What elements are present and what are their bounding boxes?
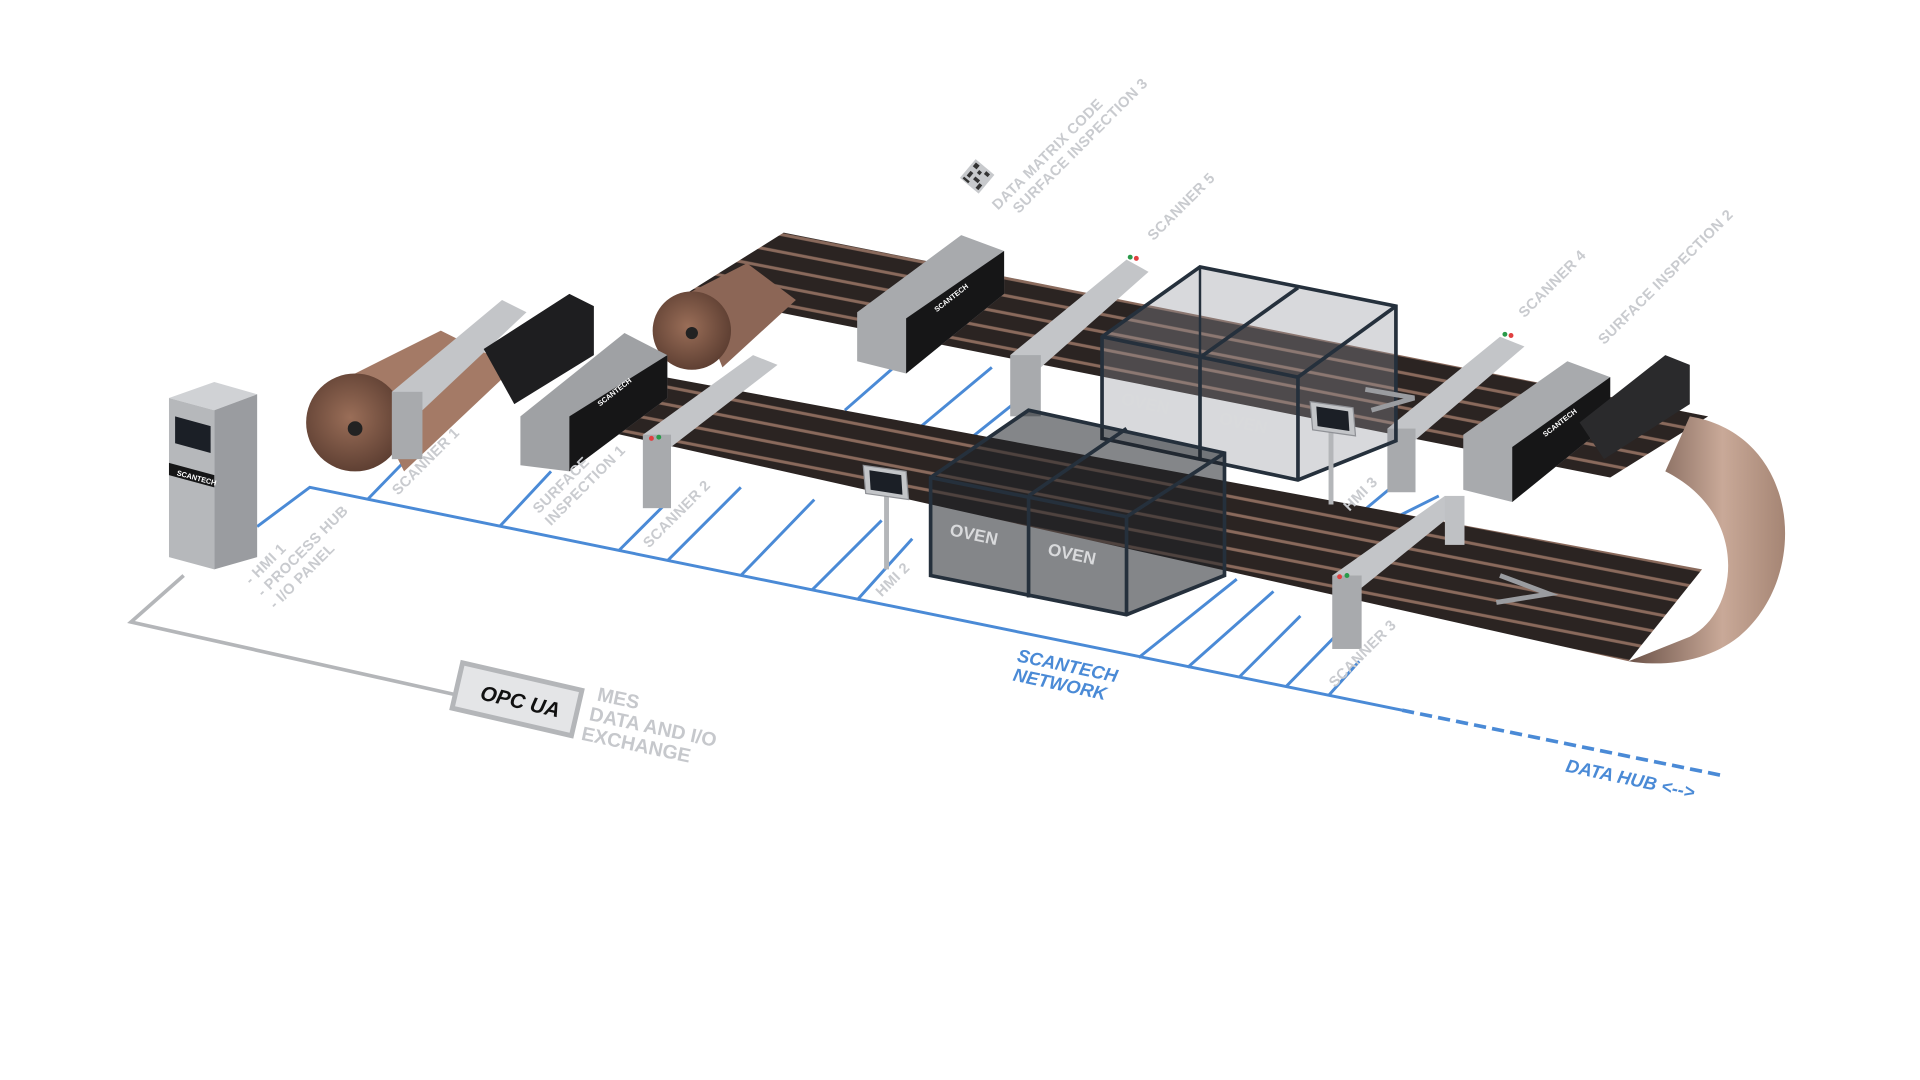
scanner-1-gantry xyxy=(391,300,527,460)
scanner-2-gantry xyxy=(642,355,778,509)
data-matrix-code-icon xyxy=(959,159,995,194)
scanner-3-gantry xyxy=(1332,495,1465,649)
scantech-network-label: SCANTECH NETWORK xyxy=(1011,645,1124,707)
scanner-4-label: SCANNER 4 xyxy=(1516,247,1590,321)
unwind-roll-2 xyxy=(652,263,796,370)
belt-return-loop xyxy=(1628,416,1786,664)
opc-ua-connection-line xyxy=(127,574,460,698)
hmi-3-panel[interactable] xyxy=(1309,400,1357,505)
hmi-2-panel[interactable] xyxy=(862,464,910,570)
scanner-5-label: SCANNER 5 xyxy=(1145,170,1219,244)
lower-oven: OVEN OVEN xyxy=(928,408,1227,617)
surface-inspection-3-unit: SCANTECH xyxy=(857,235,1005,374)
surface-inspection-2-unit: SCANTECH xyxy=(1463,355,1690,503)
scanner-5-gantry xyxy=(1010,254,1149,417)
scantech-network-lines xyxy=(256,366,1721,777)
surface-inspection-1-unit: SCANTECH xyxy=(483,293,668,472)
direction-arrow-icon xyxy=(1495,573,1559,605)
surface-inspection-2-label: SURFACE INSPECTION 2 xyxy=(1596,207,1737,348)
data-matrix-label: DATA MATRIX CODE SURFACE INSPECTION 3 xyxy=(989,64,1151,226)
opc-ua-logo-box[interactable]: OPC UA xyxy=(449,659,585,739)
data-hub-label: DATA HUB <--> xyxy=(1564,755,1697,803)
mes-exchange-label: MES DATA AND I/O EXCHANGE xyxy=(579,682,728,773)
scanner-4-gantry xyxy=(1387,331,1525,493)
process-hub-cabinet[interactable]: SCANTECH xyxy=(168,382,258,570)
direction-arrow-icon xyxy=(1364,386,1415,413)
hmi-2-label: HMI 2 xyxy=(873,560,913,600)
process-hub-label: - HMI 1 - PROCESS HUB - I/O PANEL xyxy=(243,488,368,613)
